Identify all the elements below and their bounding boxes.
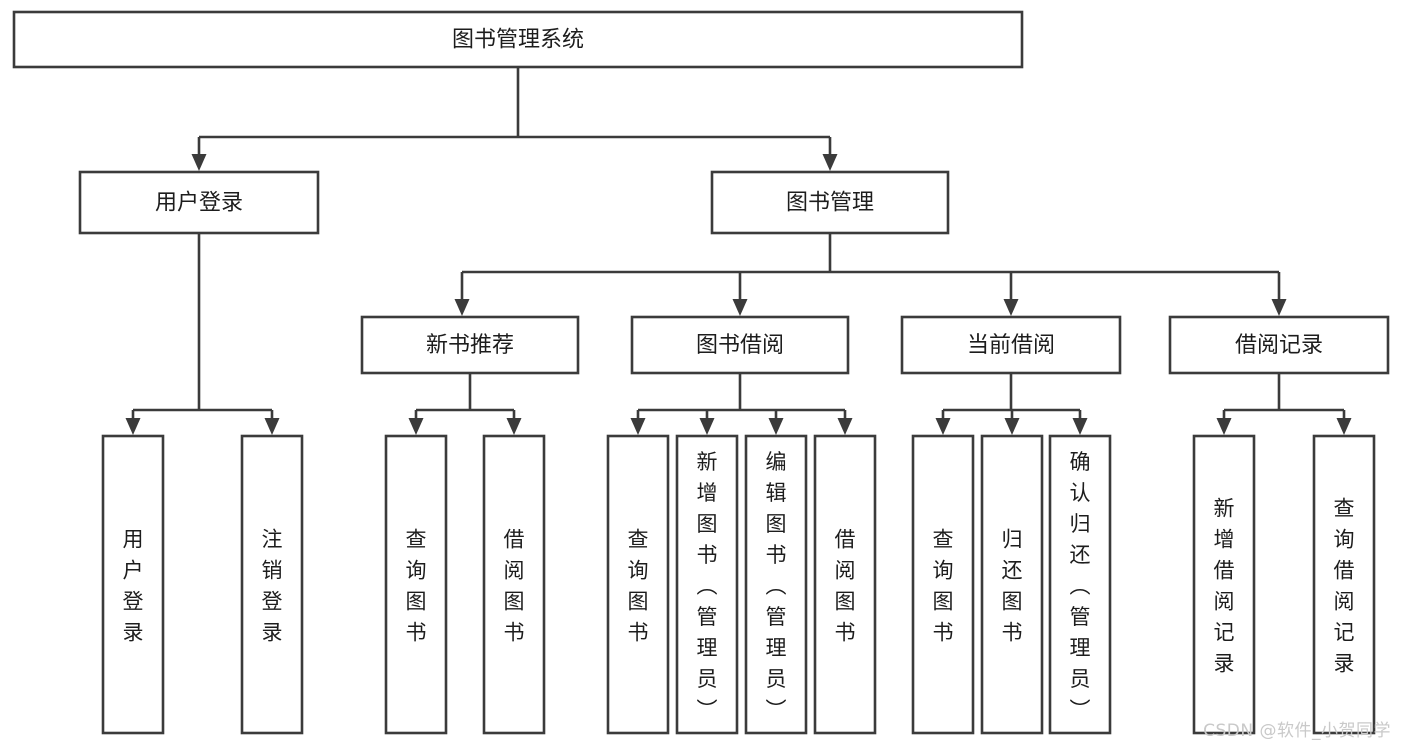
node-label-leaf-user-login: 用户登录 — [123, 528, 144, 645]
node-label-leaf-query-books-new: 查询图书 — [406, 528, 427, 645]
node-box-leaf-query-record — [1312, 434, 1376, 735]
node-label-borrow-record: 借阅记录 — [1235, 333, 1323, 358]
node-label-leaf-query-books-borrow: 查询图书 — [628, 528, 649, 645]
arrow-head-icon — [630, 418, 646, 435]
node-leaf-add-record[interactable]: 新增借阅记录 — [1192, 434, 1256, 735]
node-label-leaf-borrow-books-new: 借阅图书 — [504, 528, 525, 645]
node-label-leaf-query-record: 查询借阅记录 — [1334, 497, 1355, 676]
node-new-book-recommend[interactable]: 新书推荐 — [360, 315, 580, 375]
node-box-leaf-add-book — [675, 434, 739, 735]
connector-bb-to-leaves — [630, 373, 853, 435]
node-leaf-user-login[interactable]: 用户登录 — [101, 434, 165, 735]
node-label-leaf-confirm-return: 确认归还︵管理员︶ — [1070, 450, 1091, 722]
connector-nbr-to-leaves — [408, 373, 522, 435]
node-book-management[interactable]: 图书管理 — [710, 170, 950, 235]
node-leaf-query-books-new[interactable]: 查询图书 — [384, 434, 448, 735]
node-label-new-book-recommend: 新书推荐 — [426, 333, 514, 358]
connector-cb-to-leaves — [935, 373, 1088, 435]
connector-bm-to-level2 — [454, 233, 1287, 316]
node-box-leaf-edit-book — [744, 434, 808, 735]
arrow-head-icon — [191, 154, 207, 171]
arrow-head-icon — [1216, 418, 1232, 435]
node-label-leaf-logout: 注销登录 — [262, 528, 283, 645]
node-leaf-borrow-book[interactable]: 借阅图书 — [813, 434, 877, 735]
arrow-head-icon — [125, 418, 141, 435]
arrow-head-icon — [732, 299, 748, 316]
node-label-leaf-add-book: 新增图书︵管理员︶ — [697, 450, 718, 722]
connector-ul-to-leaves — [125, 233, 280, 435]
node-box-leaf-borrow-books-new — [482, 434, 546, 735]
node-book-borrow[interactable]: 图书借阅 — [630, 315, 850, 375]
connector-br-to-leaves — [1216, 373, 1352, 435]
node-leaf-edit-book[interactable]: 编辑图书︵管理员︶ — [744, 434, 808, 735]
node-label-user-login: 用户登录 — [155, 191, 243, 216]
node-leaf-return-book[interactable]: 归还图书 — [980, 434, 1044, 735]
node-label-current-borrow: 当前借阅 — [967, 333, 1055, 358]
node-box-leaf-add-record — [1192, 434, 1256, 735]
arrow-head-icon — [408, 418, 424, 435]
arrow-head-icon — [1336, 418, 1352, 435]
node-leaf-query-books-borrow[interactable]: 查询图书 — [606, 434, 670, 735]
node-box-leaf-user-login — [101, 434, 165, 735]
node-box-book-management — [710, 170, 950, 235]
node-box-borrow-record — [1168, 315, 1390, 375]
node-leaf-query-books-current[interactable]: 查询图书 — [911, 434, 975, 735]
arrow-head-icon — [822, 154, 838, 171]
node-root[interactable]: 图书管理系统 — [12, 10, 1024, 69]
node-box-leaf-logout — [240, 434, 304, 735]
node-current-borrow[interactable]: 当前借阅 — [900, 315, 1122, 375]
arrow-head-icon — [699, 418, 715, 435]
node-label-book-borrow: 图书借阅 — [696, 333, 784, 358]
node-box-leaf-query-books-current — [911, 434, 975, 735]
node-box-current-borrow — [900, 315, 1122, 375]
arrow-head-icon — [768, 418, 784, 435]
node-label-book-management: 图书管理 — [786, 191, 874, 216]
connector-layer — [125, 67, 1352, 435]
node-label-root: 图书管理系统 — [452, 28, 584, 53]
node-label-leaf-borrow-book: 借阅图书 — [835, 528, 856, 645]
node-borrow-record[interactable]: 借阅记录 — [1168, 315, 1390, 375]
node-box-book-borrow — [630, 315, 850, 375]
arrow-head-icon — [506, 418, 522, 435]
node-label-leaf-query-books-current: 查询图书 — [933, 528, 954, 645]
node-leaf-add-book[interactable]: 新增图书︵管理员︶ — [675, 434, 739, 735]
arrow-head-icon — [837, 418, 853, 435]
arrow-head-icon — [1003, 299, 1019, 316]
arrow-head-icon — [454, 299, 470, 316]
node-user-login[interactable]: 用户登录 — [78, 170, 320, 235]
node-box-new-book-recommend — [360, 315, 580, 375]
arrow-head-icon — [1271, 299, 1287, 316]
node-box-leaf-query-books-new — [384, 434, 448, 735]
node-box-root — [12, 10, 1024, 69]
arrow-head-icon — [264, 418, 280, 435]
node-box-leaf-borrow-book — [813, 434, 877, 735]
node-box-leaf-query-books-borrow — [606, 434, 670, 735]
node-label-leaf-edit-book: 编辑图书︵管理员︶ — [766, 450, 787, 722]
csdn-watermark: CSDN @软件_小贺同学 — [1203, 721, 1391, 741]
node-leaf-query-record[interactable]: 查询借阅记录 — [1312, 434, 1376, 735]
node-layer: 图书管理系统用户登录图书管理新书推荐图书借阅当前借阅借阅记录用户登录注销登录查询… — [12, 10, 1390, 735]
node-leaf-logout[interactable]: 注销登录 — [240, 434, 304, 735]
node-box-user-login — [78, 170, 320, 235]
node-label-leaf-return-book: 归还图书 — [1002, 528, 1023, 645]
arrow-head-icon — [1072, 418, 1088, 435]
node-box-leaf-confirm-return — [1048, 434, 1112, 735]
node-label-leaf-add-record: 新增借阅记录 — [1214, 497, 1235, 676]
node-leaf-borrow-books-new[interactable]: 借阅图书 — [482, 434, 546, 735]
arrow-head-icon — [935, 418, 951, 435]
node-leaf-confirm-return[interactable]: 确认归还︵管理员︶ — [1048, 434, 1112, 735]
node-box-leaf-return-book — [980, 434, 1044, 735]
arrow-head-icon — [1004, 418, 1020, 435]
connector-root-to-level1 — [191, 67, 838, 171]
